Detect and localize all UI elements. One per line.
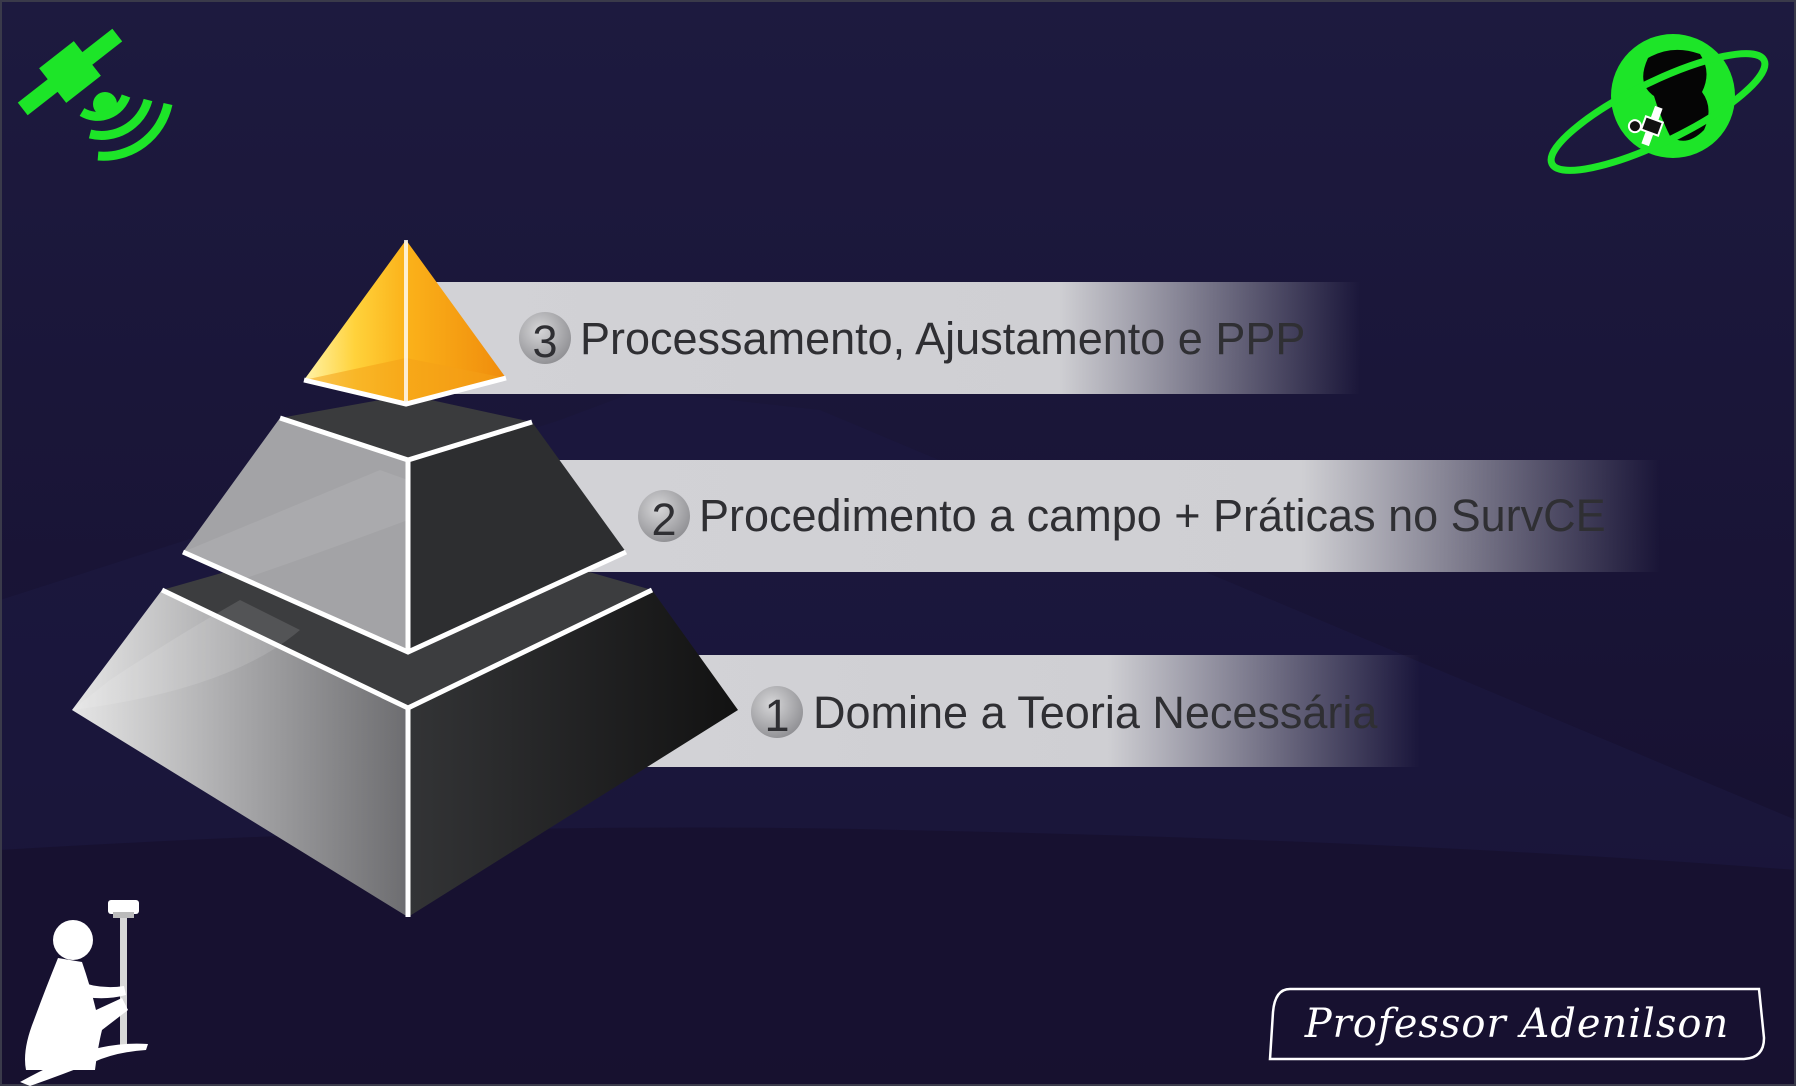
badge-level-2	[638, 490, 690, 542]
signature-text: Professor Adenilson	[1304, 1001, 1730, 1047]
pyramid-level-2	[181, 395, 628, 655]
level-2-number: 2	[651, 494, 677, 545]
signature-frame	[1268, 987, 1766, 1061]
level-1-number: 1	[764, 690, 790, 741]
badge-level-1	[751, 686, 803, 738]
band-level-3	[420, 282, 1360, 394]
satellite-icon	[17, 28, 173, 161]
globe-orbit-icon	[1547, 34, 1769, 174]
level-3-label: Processamento, Ajustamento e PPP	[580, 313, 1306, 364]
level-2-label: Procedimento a campo + Práticas no SurvC…	[699, 490, 1606, 541]
band-level-2	[540, 460, 1660, 572]
level-3-number: 3	[532, 316, 558, 367]
badge-level-3	[519, 312, 571, 364]
level-1-label: Domine a Teoria Necessária	[813, 687, 1378, 738]
surveyor-gnss-icon	[20, 900, 148, 1086]
pyramid-level-3	[303, 240, 507, 407]
